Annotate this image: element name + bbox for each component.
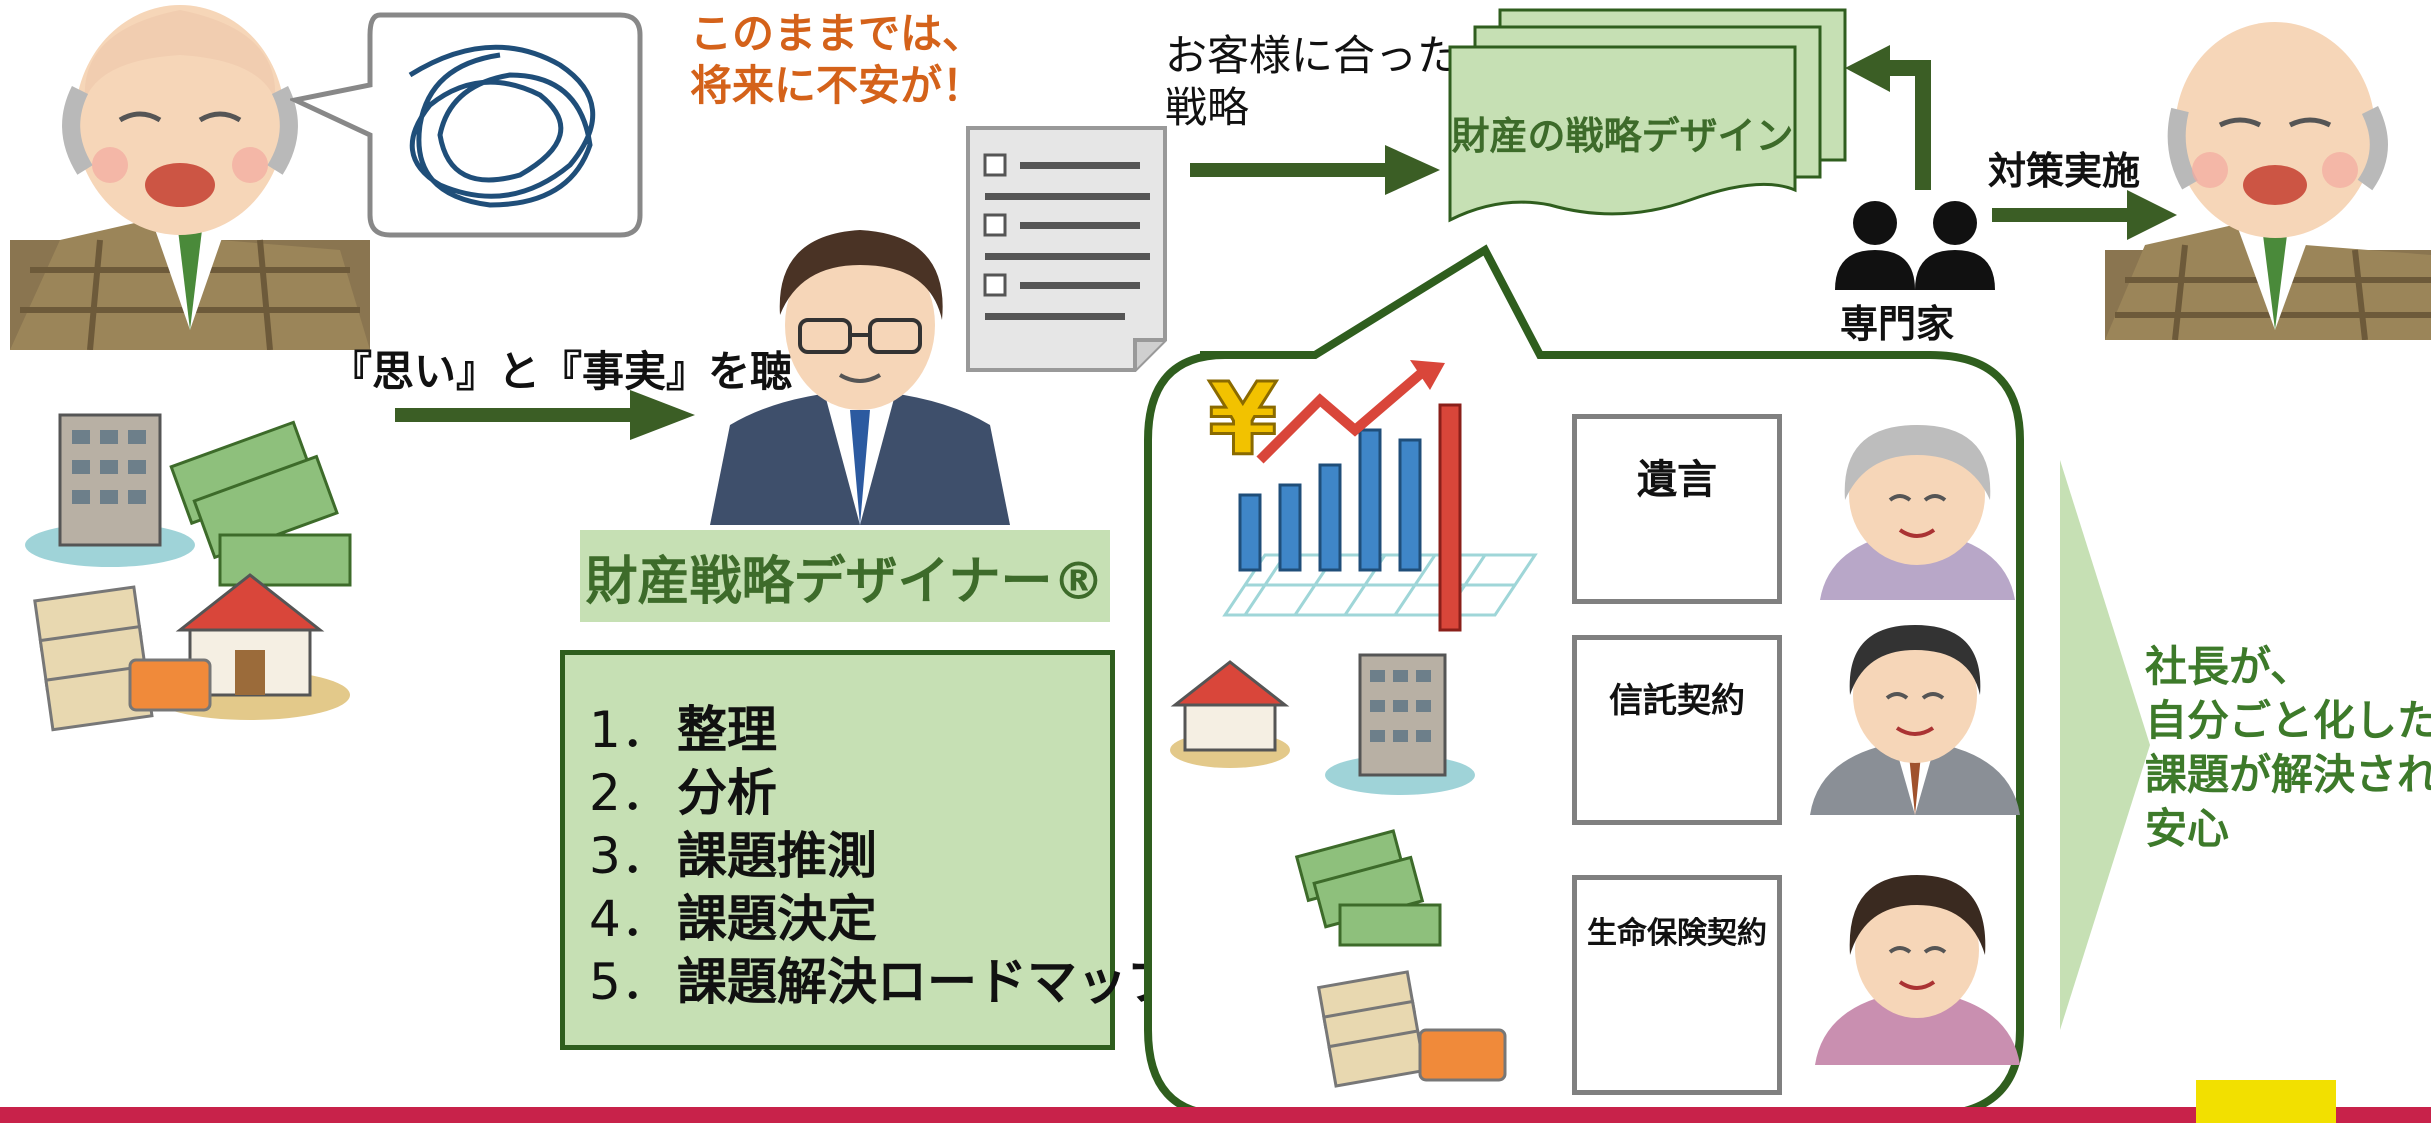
result-line2: 自分ごと化した	[2145, 696, 2431, 745]
step-item: 2．分析	[589, 753, 777, 825]
bottom-bar	[0, 1107, 2431, 1123]
step-number: 2．	[589, 764, 671, 822]
growth-chart-illustration	[1222, 360, 1538, 632]
worry-text-line2: 将来に不安が！	[690, 61, 985, 110]
yellow-accent	[2196, 1080, 2336, 1123]
strategy-caption-line2: 戦略	[1165, 83, 1250, 132]
client-elder-relieved-illustration	[2105, 22, 2431, 340]
listen-label: 『思い』と『事実』を聴く	[330, 347, 835, 396]
listen-arrow	[395, 390, 695, 440]
life-insurance-label: 生命保険契約	[1587, 916, 1767, 951]
trust-contract-document: 信託契約	[1572, 635, 1782, 825]
step-label: 分析	[677, 764, 777, 822]
step-label: 課題推測	[677, 827, 877, 885]
design-documents-stack	[1448, 8, 1847, 223]
woman-illustration	[1815, 875, 2020, 1065]
experts-label: 専門家	[1840, 302, 1955, 346]
result-line3: 課題が解決され	[2145, 750, 2431, 799]
result-chevron	[2060, 460, 2150, 1030]
designer-title: 財産戦略デザイナー®	[580, 530, 1110, 622]
designer-illustration	[710, 230, 1010, 525]
trust-contract-label: 信託契約	[1609, 681, 1745, 721]
result-line4: 安心	[2145, 804, 2230, 853]
assets-in-callout-illustration	[1170, 653, 1507, 1088]
experts-to-design-arrow	[1845, 45, 1931, 190]
step-item: 3．課題推測	[589, 816, 877, 888]
strategy-caption-line1: お客様に合った	[1165, 31, 1460, 80]
step-label: 課題解決ロードマップ	[677, 953, 1177, 1011]
yen-symbol-icon: ¥	[1207, 361, 1280, 478]
checklist-document-icon	[966, 126, 1167, 372]
man-illustration	[1810, 625, 2020, 815]
steps-box: 1．整理 2．分析 3．課題推測 4．課題決定 5．課題解決ロードマップ	[560, 650, 1177, 1050]
action-label: 対策実施	[1988, 149, 2141, 193]
worry-text-line1: このままでは、	[690, 9, 985, 58]
client-elder-illustration	[10, 5, 370, 350]
will-document-label: 遺言	[1637, 457, 1717, 503]
elder-woman-illustration	[1820, 425, 2015, 600]
step-number: 3．	[589, 827, 671, 885]
step-number: 4．	[589, 890, 671, 948]
worry-text: このままでは、 将来に不安が！	[690, 8, 984, 112]
life-insurance-document: 生命保険契約	[1572, 875, 1782, 1095]
assets-illustration	[25, 413, 352, 732]
result-text: 社長が、 自分ごと化した 課題が解決され 安心	[2145, 640, 2431, 856]
result-line1: 社長が、	[2145, 642, 2313, 691]
step-number: 5．	[589, 953, 671, 1011]
design-document-label: 財産の戦略デザイン	[1451, 113, 1794, 158]
action-arrow	[1992, 190, 2177, 240]
strategy-caption: お客様に合った 戦略	[1165, 30, 1459, 134]
step-item: 1．整理	[589, 690, 777, 762]
step-label: 課題決定	[677, 890, 877, 948]
experts-icon	[1835, 201, 1995, 290]
step-item: 5．課題解決ロードマップ	[589, 942, 1177, 1014]
strategy-arrow	[1190, 145, 1440, 195]
step-label: 整理	[677, 701, 777, 759]
step-number: 1．	[589, 701, 671, 759]
step-item: 4．課題決定	[589, 879, 877, 951]
worry-thought-bubble	[290, 12, 643, 238]
will-document: 遺言	[1572, 414, 1782, 604]
